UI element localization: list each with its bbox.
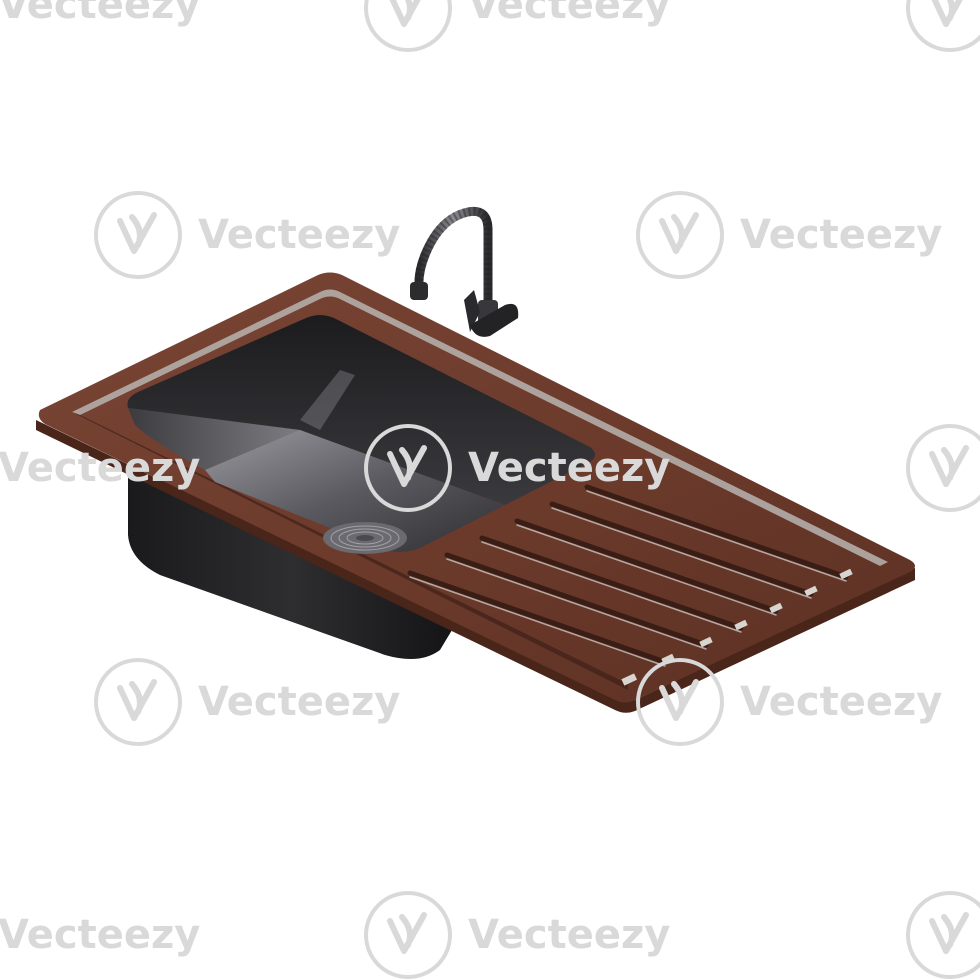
watermark-text: Vecteezy — [468, 912, 670, 958]
vecteezy-logo-icon — [364, 0, 452, 52]
basin-left-wall — [128, 408, 300, 475]
faucet-handle — [464, 290, 480, 332]
watermark-text: Vecteezy — [198, 212, 400, 258]
bowl-exterior — [128, 470, 455, 659]
watermark-text: Vecteezy — [198, 679, 400, 725]
watermark-text: Vecteezy — [468, 0, 670, 28]
vecteezy-logo-icon — [636, 191, 724, 279]
drainboard-grooves — [407, 484, 853, 686]
basin-back-wall — [127, 315, 595, 505]
vecteezy-logo-icon — [364, 891, 452, 979]
faucet-aerator — [410, 282, 428, 300]
watermark-text: Vecteezy — [0, 912, 200, 958]
watermark-text: Vecteezy — [0, 0, 200, 28]
watermark-text: Vecteezy — [740, 679, 942, 725]
watermark-text: Vecteezy — [740, 212, 942, 258]
basin-floor — [205, 430, 505, 552]
vecteezy-logo-icon — [636, 658, 724, 746]
vecteezy-logo-icon — [364, 424, 452, 512]
drain-strainer — [323, 522, 407, 554]
watermark-text: Vecteezy — [0, 445, 200, 491]
faucet — [410, 206, 519, 337]
vecteezy-logo-icon — [906, 0, 980, 52]
vecteezy-logo-icon — [94, 658, 182, 746]
vecteezy-logo-icon — [906, 891, 980, 979]
watermark-text: Vecteezy — [468, 445, 670, 491]
vecteezy-logo-icon — [94, 191, 182, 279]
faucet-mount — [470, 303, 519, 337]
basin-reflection — [300, 370, 355, 430]
faucet-spout-hose — [414, 206, 493, 320]
vecteezy-logo-icon — [906, 424, 980, 512]
